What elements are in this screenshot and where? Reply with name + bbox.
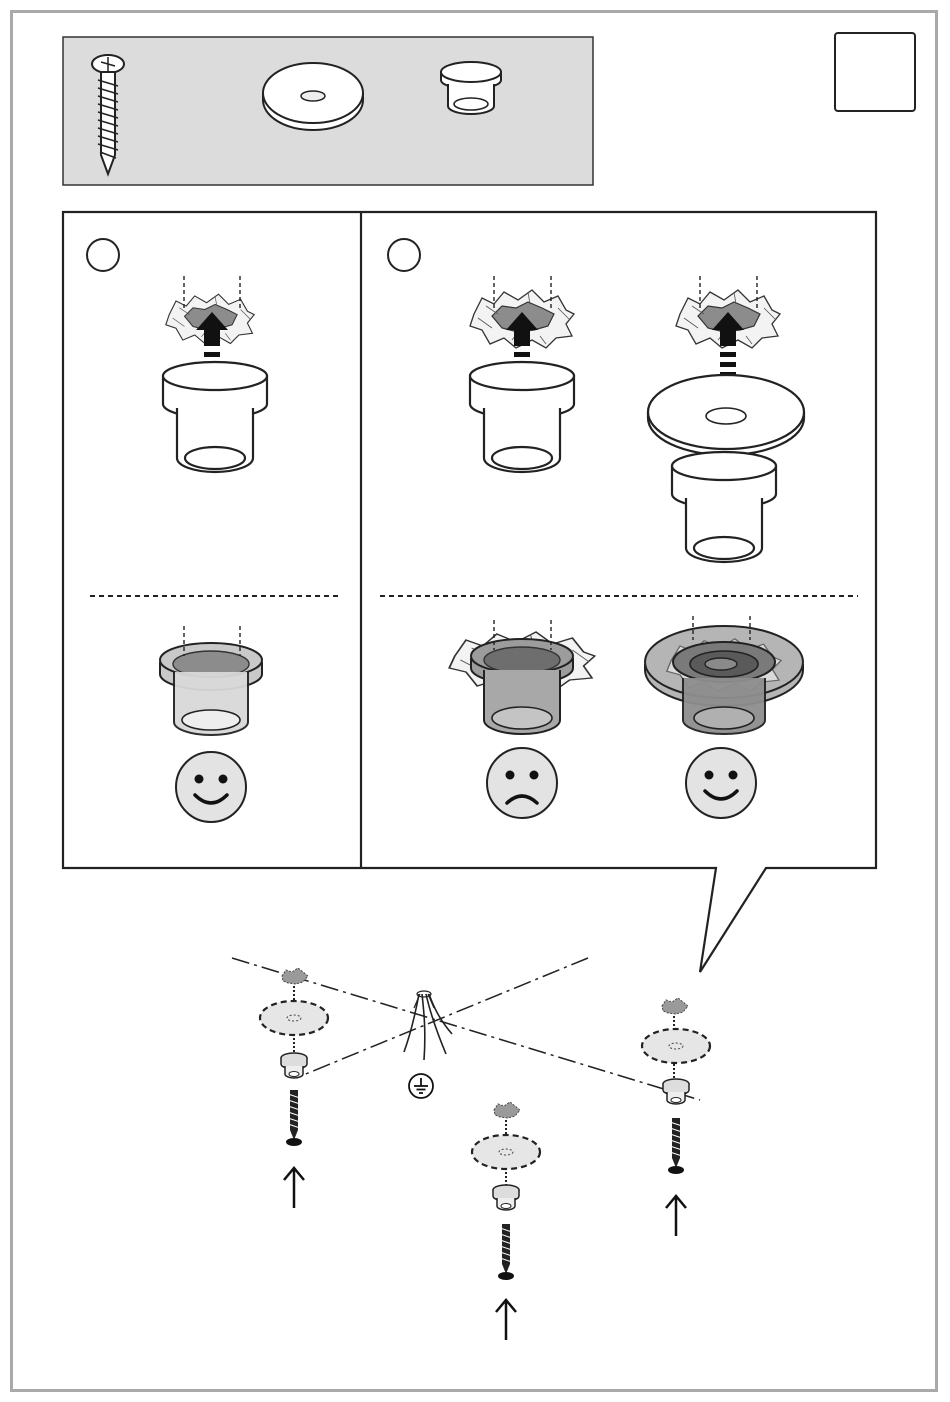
rosette-washer — [648, 375, 804, 455]
mount-point-center — [472, 1102, 540, 1340]
smiley-happy-icon — [686, 748, 756, 818]
hardware-kit-panel — [63, 37, 593, 185]
mount-point-left — [260, 968, 328, 1208]
ground-symbol-icon — [409, 1074, 433, 1098]
option-b-marker — [388, 239, 420, 271]
sleeve-bushing-icon — [441, 62, 501, 114]
option-b-before — [470, 276, 574, 472]
step-number-box — [834, 32, 916, 112]
step-number — [836, 34, 914, 110]
wire-bundle-icon — [404, 991, 452, 1060]
detail-panel — [63, 212, 876, 972]
smiley-sad-icon — [487, 748, 557, 818]
arrow-up-icon — [666, 1196, 686, 1236]
arrow-up-icon — [284, 1168, 304, 1208]
rosette-washer-icon — [263, 63, 363, 130]
smiley-happy-icon — [176, 752, 246, 822]
arrow-up-icon — [496, 1300, 516, 1340]
mount-point-right — [642, 998, 710, 1236]
installation-overview — [232, 958, 710, 1340]
option-a-marker — [87, 239, 119, 271]
